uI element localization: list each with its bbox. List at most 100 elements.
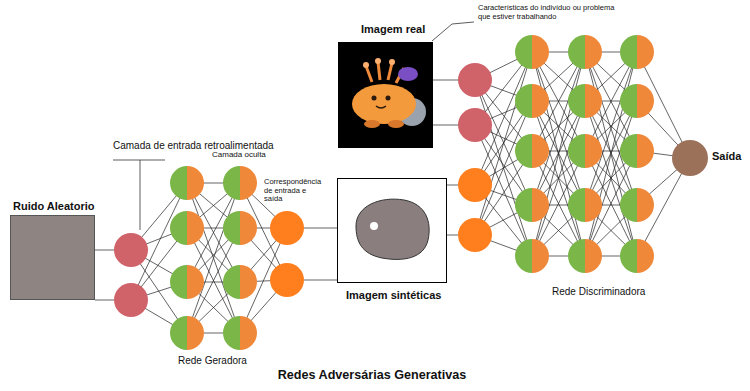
network-wire [532,151,585,256]
creature-illustration [352,58,426,128]
output-neuron: Saída [672,140,708,176]
neuron [620,239,654,273]
neuron-half [532,35,549,69]
image-ground [338,42,433,148]
neuron-half [515,84,532,118]
neuron-half [620,84,637,118]
neuron-half [515,35,532,69]
neuron-half [515,188,532,222]
neuron [223,211,257,245]
neuron [620,84,654,118]
neuron-half [240,211,257,245]
neuron [515,188,549,222]
node-label: Ruido Aleatorio [13,200,94,213]
image-box: Imagem sintéticas [337,178,447,283]
neuron-half [585,35,602,69]
image-ground [337,178,447,283]
neuron-half [620,239,637,273]
neuron [270,211,304,245]
network-wire [532,101,585,256]
neuron-half [568,134,585,168]
network-wire [585,151,637,256]
network-label: Rede Geradora [178,355,247,367]
neuron-half [620,188,637,222]
neuron [458,218,492,252]
network-wire [187,183,240,333]
neuron [568,134,602,168]
image-box: Imagem real [338,42,433,148]
neuron-half [620,35,637,69]
neuron-half [240,316,257,350]
node-label: Saída [712,150,741,163]
neuron [458,168,492,202]
noise-ground [10,215,95,300]
node-label: Imagem sintéticas [346,289,441,302]
neuron-half [585,134,602,168]
neuron-half [637,134,654,168]
neuron-half [532,239,549,273]
network-wire [532,52,585,205]
neuron [114,233,148,267]
neuron-half [170,211,187,245]
neuron-half [187,211,204,245]
neuron-half [187,265,204,299]
network-wire [585,101,637,256]
noise-box: Ruido Aleatorio [10,215,95,300]
network-wire [585,52,637,205]
neuron-circle [458,63,492,97]
neuron-half [568,84,585,118]
neuron-shape [672,140,708,176]
network-wire [187,228,240,333]
neuron [515,239,549,273]
neuron-circle [270,211,304,245]
neuron [568,84,602,118]
leader-line [432,22,474,41]
neuron [568,188,602,222]
neuron-half [223,211,240,245]
neuron-circle [114,233,148,267]
neuron [568,35,602,69]
neuron-half [170,166,187,200]
layer-label: Camada oculta [212,150,266,159]
neuron-half [187,166,204,200]
neuron-half [568,35,585,69]
neuron-half [637,239,654,273]
neuron [170,316,204,350]
neuron [568,239,602,273]
neuron-half [240,166,257,200]
neuron [515,134,549,168]
neuron-circle [114,283,148,317]
network-wire [585,101,637,256]
neuron-half [620,134,637,168]
network-wire [532,101,585,256]
neuron [223,265,257,299]
neuron-half [532,188,549,222]
neuron-half [170,265,187,299]
layer-bracket [140,160,141,230]
neuron [114,283,148,317]
neuron [170,211,204,245]
neuron-half [637,188,654,222]
note-text: Características do indivíduo ou problema… [478,4,628,21]
layer-label: Correspondência de entrada e saída [264,178,326,204]
network-wire [532,52,585,205]
neuron [170,166,204,200]
network-wire [532,52,585,256]
neuron-half [187,316,204,350]
network-wire [585,151,637,256]
neuron [458,108,492,142]
network-wire [532,151,585,256]
neuron [223,316,257,350]
neuron-circle [458,218,492,252]
neuron [620,188,654,222]
layer-bracket [113,160,165,161]
neuron-half [515,239,532,273]
neuron-half [585,188,602,222]
neurons [114,35,654,350]
neuron [620,35,654,69]
network-label: Rede Discriminadora [552,286,645,298]
neuron-half [532,84,549,118]
network-wire [585,52,637,205]
neuron-half [223,166,240,200]
